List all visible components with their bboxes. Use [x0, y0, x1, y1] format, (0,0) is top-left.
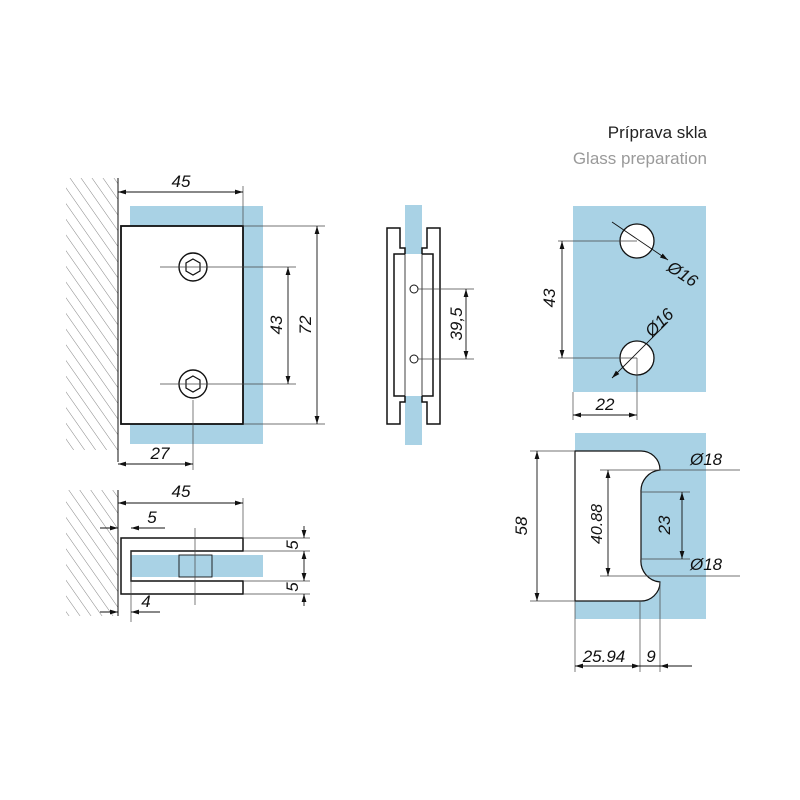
dim-bottom-offset: 4: [141, 592, 150, 611]
title-czech: Príprava skla: [607, 123, 707, 142]
clamp-plate: [120, 225, 244, 425]
top-view: 45 5 4 5 5: [66, 482, 310, 622]
dim-notch-depth: 23: [655, 515, 674, 535]
wall-hatch: [66, 178, 118, 450]
dim-front-hole-offset: 27: [150, 444, 170, 463]
dim-top-thickness: 5: [283, 540, 302, 550]
dim-top-width: 45: [172, 482, 191, 501]
title-english: Glass preparation: [572, 149, 707, 168]
side-view: 39,5: [386, 205, 474, 445]
dim-front-height: 72: [296, 315, 315, 334]
dim-notch-radius-bottom: Ø18: [689, 555, 723, 574]
glass-edge: [130, 555, 263, 577]
glass-holes-view: Ø16 Ø16 43 22: [540, 206, 706, 420]
dim-bottom-thickness: 5: [283, 582, 302, 592]
glass-notch-view: 58 40.88 23 Ø18 Ø18 25.94 9: [512, 433, 740, 672]
dim-hole-edge-offset: 22: [595, 395, 615, 414]
dim-side-hole-spacing: 39,5: [447, 307, 466, 341]
dim-front-width: 45: [172, 172, 191, 191]
front-view: 45 43 72 27: [66, 172, 325, 470]
dim-front-hole-spacing: 43: [267, 315, 286, 334]
dim-hole-spacing: 43: [540, 288, 559, 307]
dim-notch-height: 58: [512, 516, 531, 535]
dim-notch-inner-height: 40.88: [589, 504, 606, 544]
dim-top-offset: 5: [147, 508, 157, 527]
dim-notch-radius-top: Ø18: [689, 450, 723, 469]
wall-hatch: [66, 490, 118, 616]
screw-icon: [178, 252, 208, 282]
dim-notch-width: 25.94: [582, 647, 626, 666]
dim-notch-offset: 9: [646, 647, 656, 666]
